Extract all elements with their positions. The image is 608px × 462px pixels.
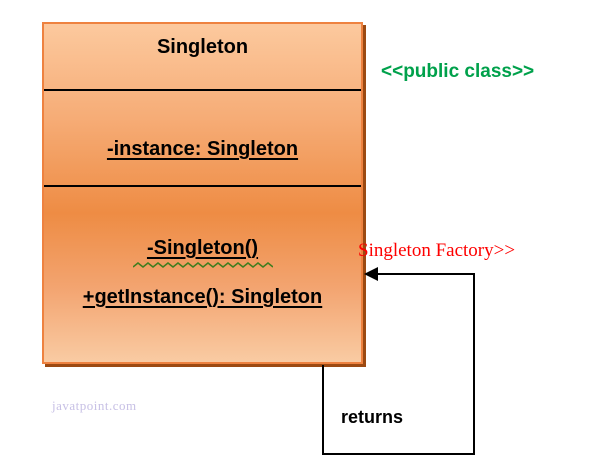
method-getinstance: +getInstance(): Singleton <box>82 286 323 308</box>
uml-class-box: Singleton -instance: Singleton -Singleto… <box>42 22 363 364</box>
factory-annotation: Singleton Factory>> <box>358 240 516 261</box>
compartment-divider <box>44 89 361 91</box>
arrowhead-icon <box>364 267 378 281</box>
watermark: javatpoint.com <box>52 398 137 413</box>
stereotype-label: <<public class>> <box>381 61 535 82</box>
attribute-instance: -instance: Singleton <box>106 138 299 160</box>
method-constructor: -Singleton() <box>146 237 259 259</box>
spellcheck-squiggle-icon <box>132 262 273 268</box>
compartment-divider <box>44 185 361 187</box>
returns-label: returns <box>341 407 404 427</box>
class-title: Singleton <box>156 36 249 58</box>
